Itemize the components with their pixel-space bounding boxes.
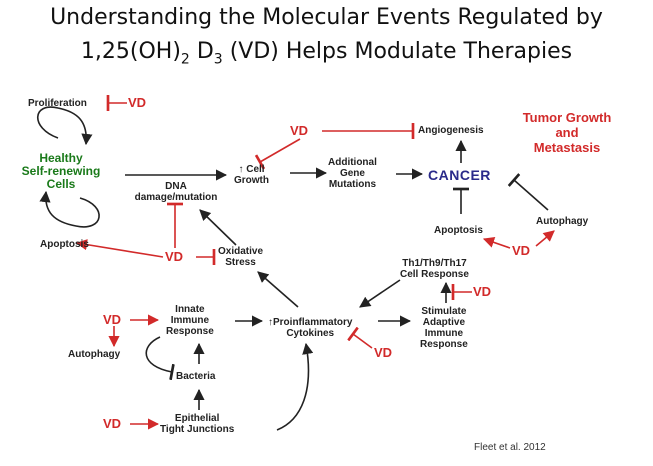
edge-healthy-self-loop-bottom: [39, 190, 100, 228]
vd-label-proliferation: VD: [128, 95, 147, 110]
vd-label-apoptosis-right: VD: [512, 243, 531, 258]
vd-label-oxidative: VD: [165, 249, 184, 264]
node-autophagy-right: Autophagy: [536, 216, 589, 227]
vd-label-innate: VD: [103, 312, 122, 327]
node-proliferation: Proliferation: [28, 98, 87, 109]
edge-autophagy-inhibit-cancer: [507, 173, 549, 211]
node-apoptosis-right: Apoptosis: [434, 225, 483, 236]
node-bacteria: Bacteria: [176, 371, 216, 382]
vd-label-angiogenesis: VD: [290, 123, 309, 138]
edge-vd-inhibit-cellgrowth: [254, 138, 301, 170]
edge-proinflam-to-oxidative: [257, 271, 299, 308]
up-arrow-icon: ↑: [238, 164, 244, 175]
edge-vd-inhibit-proinflam: [347, 326, 373, 349]
vd-label-epithelial: VD: [103, 416, 122, 431]
node-autophagy-left: Autophagy: [68, 349, 121, 360]
slide-title-line2: 1,25(OH)2 D3 (VD) Helps Modulate Therapi…: [80, 39, 573, 68]
edge-autophagy-inhibit-bacteria: [145, 336, 175, 381]
vd-label-th: VD: [473, 284, 492, 299]
up-arrow-icon: ↑: [268, 317, 273, 328]
node-apoptosis-left: Apoptosis: [40, 239, 89, 250]
edge-vd-to-apoptosis-left: [75, 239, 164, 258]
edge-vd-to-autophagy-right: [535, 230, 555, 247]
citation: Fleet et al. 2012: [474, 442, 546, 453]
edge-oxidative-to-dna: [199, 209, 237, 246]
edge-th-to-proinflam: [359, 279, 401, 308]
edge-epithelial-to-proinflam: [276, 342, 314, 431]
node-cancer: CANCER: [428, 167, 491, 183]
edge-vd-to-apoptosis-right: [482, 237, 511, 249]
vd-label-proinflam: VD: [374, 345, 393, 360]
node-angiogenesis: Angiogenesis: [418, 125, 484, 136]
edge-healthy-self-loop-top: [36, 106, 93, 146]
slide-title-line1: Understanding the Molecular Events Regul…: [50, 5, 603, 30]
